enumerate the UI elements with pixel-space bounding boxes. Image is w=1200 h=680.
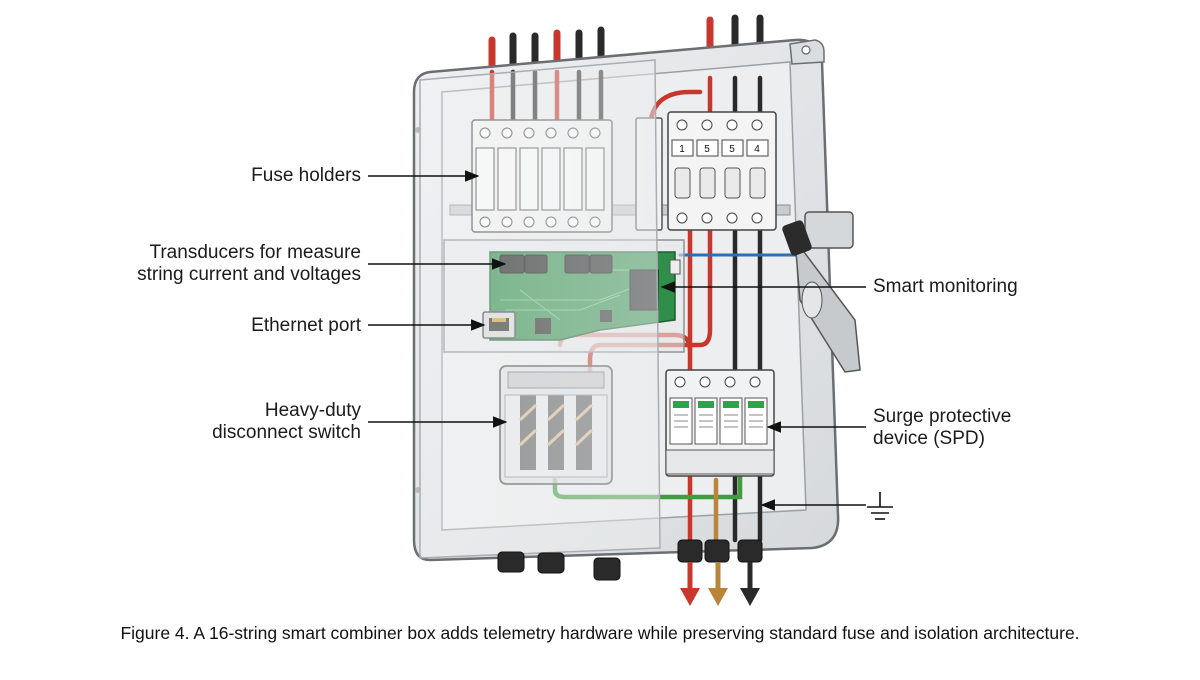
ground-symbol-icon — [867, 492, 893, 520]
fuse-number-1: 1 — [679, 144, 685, 155]
fuse-number-2: 5 — [704, 144, 710, 155]
label-disconnect-switch: Heavy-duty disconnect switch — [212, 400, 361, 444]
label-switch-line1: Heavy-duty — [264, 400, 361, 421]
fuse-number-3: 5 — [729, 144, 735, 155]
figure-caption: Figure 4. A 16-string smart combiner box… — [120, 623, 1080, 643]
label-fuse-holders-text: Fuse holders — [251, 165, 361, 186]
label-smart-monitoring: Smart monitoring — [873, 276, 1018, 298]
label-transducers-line2: string current and voltages — [137, 264, 361, 285]
door-latch — [782, 211, 861, 373]
label-switch-line2: disconnect switch — [212, 422, 361, 443]
arrow-down-icon — [708, 588, 728, 606]
fuse-holders-right: 1 5 5 4 — [667, 111, 777, 231]
label-spd: Surge protective device (SPD) — [873, 406, 1011, 450]
label-spd-line1: Surge protective — [873, 406, 1012, 427]
label-ethernet-port-text: Ethernet port — [251, 315, 361, 336]
arrow-down-icon — [740, 588, 760, 606]
cable-glands — [497, 539, 763, 581]
output-cables — [680, 562, 760, 606]
label-ethernet-port: Ethernet port — [251, 315, 361, 337]
surge-protective-device — [665, 369, 775, 477]
label-fuse-holders: Fuse holders — [251, 165, 361, 187]
arrow-down-icon — [680, 588, 700, 606]
callout-lines — [368, 170, 866, 511]
label-transducers-line1: Transducers for measure — [149, 242, 361, 263]
fuse-number-4: 4 — [754, 144, 760, 155]
label-smart-monitoring-text: Smart monitoring — [873, 276, 1018, 297]
label-transducers: Transducers for measure string current a… — [137, 242, 361, 286]
enclosure-door — [419, 59, 661, 559]
label-spd-line2: device (SPD) — [873, 428, 985, 449]
